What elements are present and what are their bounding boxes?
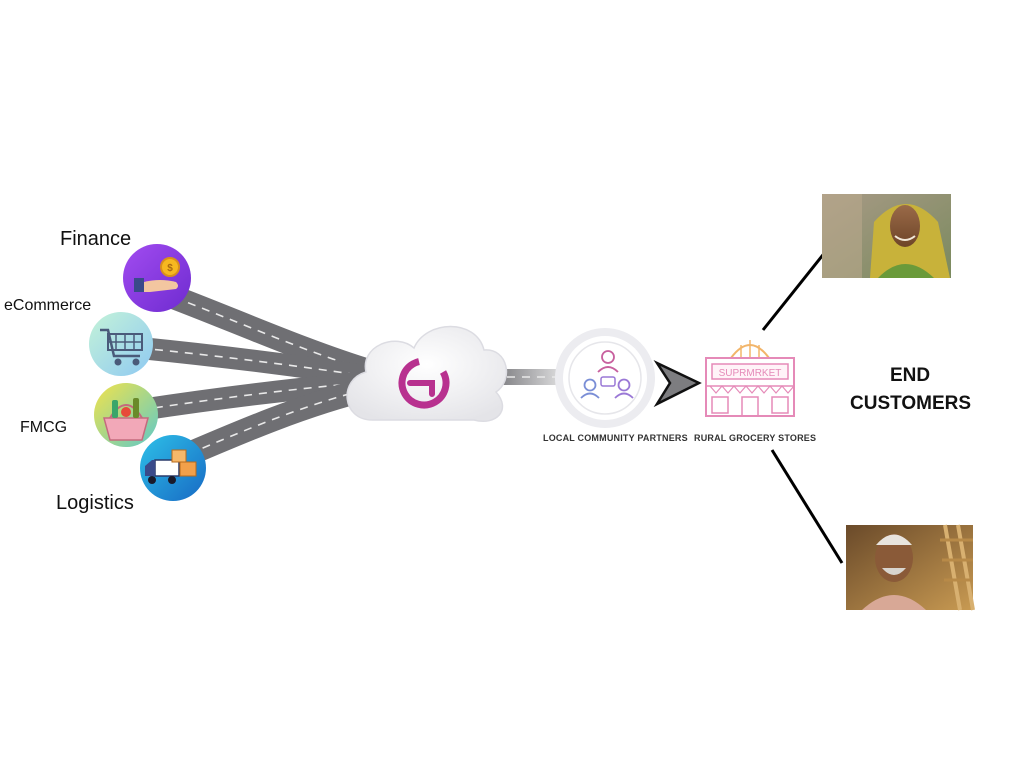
end-customers-line2: CUSTOMERS [850, 393, 972, 414]
source-label-finance: Finance [60, 228, 132, 250]
source-label-logistics: Logistics [56, 492, 134, 514]
grocery-basket-icon [94, 383, 158, 447]
source-label-fmcg: FMCG [20, 419, 68, 436]
svg-text:$: $ [167, 263, 173, 274]
partners-caption: LOCAL COMMUNITY PARTNERS [543, 433, 688, 443]
connector-line-lower [770, 449, 844, 564]
finance-hand-coin-icon: $ [123, 244, 191, 312]
stores-caption: RURAL GROCERY STORES [694, 433, 817, 443]
connector-line-upper [761, 245, 832, 331]
supermarket-store-icon: SUPRMRKET [705, 340, 795, 417]
customer-photo-man [846, 524, 975, 611]
cloud-g-logo-icon [346, 325, 508, 422]
source-label-ecommerce: eCommerce [4, 297, 92, 314]
shopping-cart-icon [89, 312, 153, 376]
end-customers-line1: END [889, 365, 931, 386]
road-ecommerce [129, 337, 383, 388]
arrow-right-icon [653, 359, 702, 408]
delivery-truck-icon [140, 435, 206, 501]
end-customers-label: END CUSTOMERS [850, 362, 972, 418]
community-network-icon [555, 328, 655, 428]
customer-photo-woman [822, 194, 951, 278]
store-sign-text: SUPRMRKET [719, 368, 782, 379]
